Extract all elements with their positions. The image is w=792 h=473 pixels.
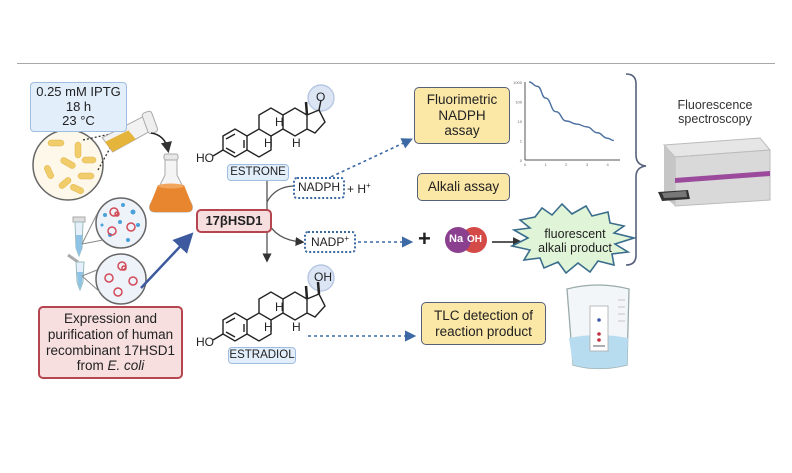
enzyme-label: 17βHSD1 <box>205 212 263 228</box>
eppendorf-tube-icon <box>67 216 86 292</box>
organism-name: E. coli <box>107 358 145 374</box>
instrument-title-line-2: spectroscopy <box>678 112 752 126</box>
fluorescent-product-label: fluorescent alkali product <box>530 222 620 260</box>
chart-x-tick-label: 0 <box>524 162 527 167</box>
fluorimetric-line-3: assay <box>444 123 480 139</box>
nadph-decay-chart: 0 1 10 100 1000 0 1 2 3 4 <box>513 80 620 167</box>
chart-x-tick-label: 2 <box>565 162 568 167</box>
culture-flask-icon <box>149 153 193 213</box>
plus-sign: + <box>418 226 431 251</box>
nadp-label: NADP+ <box>310 234 349 250</box>
expression-line-3: recombinant 17HSD1 <box>45 342 176 358</box>
protein-to-enzyme-arrow <box>140 232 194 289</box>
nadph-curve <box>266 185 294 203</box>
expression-line-1: Expression and <box>63 311 158 327</box>
expression-line-4: from E. coli <box>76 358 145 374</box>
alkali-assay-label: Alkali assay <box>427 179 500 195</box>
fluorimetric-assay-box: Fluorimetric NADPH assay <box>414 87 510 144</box>
fluorimetric-line-2: NADPH <box>438 107 486 123</box>
estrone-label-box: ESTRONE <box>227 164 289 181</box>
alkali-assay-box: Alkali assay <box>417 173 510 201</box>
chart-x-tick-label: 4 <box>606 162 609 167</box>
instrument-title-line-1: Fluorescence <box>677 97 753 112</box>
estrone-ketone-label: O <box>316 90 326 104</box>
chart-y-tick-label: 0 <box>520 158 523 163</box>
estradiol-label-box: ESTRADIOL <box>228 347 296 364</box>
nadp-curve <box>266 219 305 247</box>
lysate-circle-icon <box>81 197 147 249</box>
temperature-label: 23 °C <box>62 113 95 129</box>
oh-label: OH <box>467 234 482 245</box>
purified-protein-circle-icon <box>81 253 147 305</box>
fluorimetric-line-1: Fluorimetric <box>426 92 498 108</box>
estradiol-h-top: H <box>275 300 284 314</box>
grouping-brace <box>625 73 647 266</box>
estrone-h-top: H <box>275 115 284 129</box>
enzyme-box: 17βHSD1 <box>196 209 272 233</box>
estrone-label: ESTRONE <box>230 165 286 178</box>
expression-purification-box: Expression and purification of human rec… <box>38 306 183 379</box>
plus-h-label: + H+ <box>347 181 371 196</box>
estradiol-h-left: H <box>264 320 273 334</box>
estradiol-hydroxyl-label: OH <box>314 270 332 284</box>
estrone-ho-label: HO <box>196 151 214 165</box>
nadph-to-fluorimetric-arrow <box>319 138 413 183</box>
pour-arrow <box>150 132 172 154</box>
time-label: 18 h <box>65 98 92 114</box>
product-line-2: alkali product <box>538 241 612 255</box>
fluorescent-product-burst <box>509 202 637 275</box>
induction-conditions-box: 0.25 mM IPTG 18 h 23 °C <box>30 82 127 132</box>
estrone-structure <box>212 84 335 158</box>
product-line-1: fluorescent <box>544 226 606 241</box>
expression-line-2: purification of human <box>47 326 174 342</box>
instrument-title: Fluorescence spectroscopy <box>660 95 770 129</box>
estrone-h-left: H <box>264 136 273 150</box>
estradiol-structure <box>212 264 335 342</box>
chart-y-tick-label: 1 <box>520 139 523 144</box>
chart-y-tick-label: 100 <box>515 100 522 105</box>
pouring-flask-icon <box>101 110 159 153</box>
tlc-line-2: reaction product <box>435 323 532 339</box>
fluorescence-spectrometer-icon <box>658 137 772 207</box>
chart-y-tick-label: 10 <box>518 119 523 124</box>
estradiol-ho-label: HO <box>196 335 214 349</box>
chart-x-tick-label: 3 <box>586 162 589 167</box>
chart-y-tick-label: 1000 <box>513 80 523 85</box>
estradiol-h-right: H <box>292 320 301 334</box>
tlc-beaker-icon <box>566 284 630 370</box>
naoh-molecule-icon <box>445 227 487 253</box>
tlc-line-1: TLC detection of <box>433 307 534 323</box>
chart-x-tick-label: 1 <box>545 162 548 167</box>
bacteria-culture-icon <box>32 129 115 201</box>
chart-series-line <box>529 81 614 142</box>
tlc-detection-box: TLC detection of reaction product <box>421 302 546 345</box>
nadph-label: NADPH <box>297 180 340 195</box>
nadph-box: NADPH <box>293 177 345 199</box>
estradiol-label: ESTRADIOL <box>229 348 295 361</box>
estrone-h-right: H <box>292 136 301 150</box>
nadp-box: NADP+ <box>304 231 356 253</box>
na-label: Na <box>449 233 464 245</box>
top-divider <box>17 63 775 64</box>
iptg-label: 0.25 mM IPTG <box>36 83 121 99</box>
